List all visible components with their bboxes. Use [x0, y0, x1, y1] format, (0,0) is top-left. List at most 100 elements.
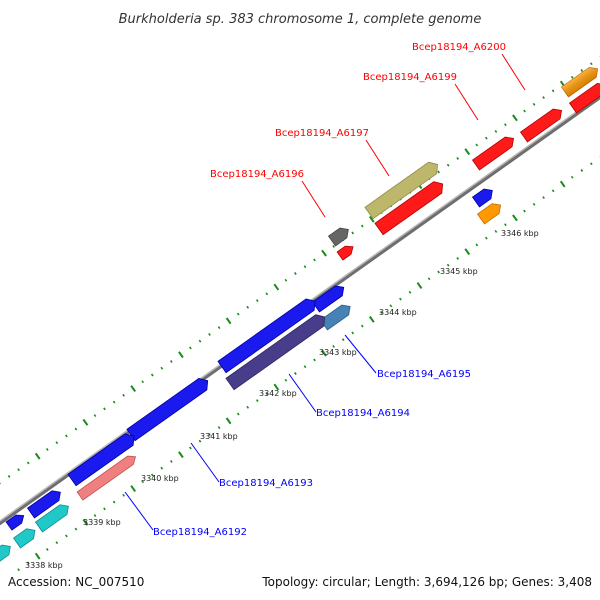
- minor-tick: [103, 407, 106, 411]
- minor-tick: [542, 96, 545, 99]
- gene-feature-blue-b[interactable]: [217, 295, 319, 374]
- major-tick: [368, 215, 375, 223]
- gene-label[interactable]: Bcep18194_A6193: [219, 478, 313, 489]
- gene-label[interactable]: Bcep18194_A6194: [316, 408, 410, 419]
- minor-tick: [255, 299, 259, 302]
- major-tick: [82, 418, 89, 426]
- minor-tick: [456, 157, 460, 160]
- gene-feature-blue-c[interactable]: [126, 375, 212, 442]
- minor-tick: [160, 366, 164, 370]
- minor-tick: [198, 339, 202, 343]
- leader-lines: [124, 53, 526, 531]
- minor-tick: [26, 561, 30, 565]
- gene-feature-a6197b[interactable]: [374, 178, 447, 236]
- minor-tick: [26, 461, 30, 465]
- gene-feature-a6198[interactable]: [471, 134, 517, 171]
- minor-tick: [580, 169, 584, 172]
- minor-tick: [17, 568, 20, 572]
- gene-feature-blue-a[interactable]: [311, 282, 348, 313]
- gene-feature-right-blue[interactable]: [471, 186, 496, 208]
- minor-tick: [589, 162, 593, 166]
- minor-tick: [141, 380, 145, 384]
- gene-feature-blue-d[interactable]: [5, 512, 26, 531]
- gene-label[interactable]: Bcep18194_A6200: [412, 42, 506, 53]
- minor-tick: [494, 229, 498, 233]
- minor-tick: [246, 305, 250, 309]
- minor-tick: [17, 468, 20, 472]
- minor-tick: [360, 324, 364, 328]
- minor-tick: [313, 358, 316, 362]
- minor-tick: [446, 163, 450, 167]
- minor-tick: [122, 393, 125, 397]
- accession-text: Accession: NC_007510: [8, 575, 144, 589]
- major-tick: [178, 451, 184, 459]
- major-tick: [464, 148, 471, 156]
- minor-tick: [93, 514, 97, 518]
- minor-tick: [303, 365, 307, 369]
- minor-tick: [160, 466, 164, 470]
- gene-label[interactable]: Bcep18194_A6197: [275, 128, 369, 139]
- minor-tick: [45, 547, 49, 551]
- minor-tick: [351, 231, 355, 235]
- minor-tick: [284, 378, 288, 382]
- minor-tick: [208, 432, 211, 436]
- major-tick: [178, 351, 184, 359]
- gene-feature-a6194[interactable]: [225, 311, 329, 391]
- gene-feature-a6195[interactable]: [319, 302, 354, 331]
- minor-tick: [494, 129, 498, 133]
- minor-tick: [265, 292, 269, 296]
- minor-tick: [265, 392, 269, 396]
- minor-tick: [112, 400, 116, 404]
- gene-feature-a6197[interactable]: [364, 159, 442, 220]
- minor-tick: [189, 346, 192, 350]
- minor-tick: [532, 102, 536, 106]
- major-tick: [559, 180, 566, 188]
- minor-tick: [103, 507, 106, 511]
- tick-label: 3341 kbp: [200, 432, 238, 441]
- minor-tick: [351, 331, 355, 335]
- minor-tick: [150, 373, 154, 377]
- tick-label: 3342 kbp: [259, 389, 297, 398]
- major-tick: [512, 214, 518, 222]
- minor-tick: [294, 272, 297, 275]
- major-tick: [130, 485, 137, 492]
- minor-tick: [93, 414, 97, 418]
- minor-tick: [236, 412, 240, 416]
- gene-labels: Bcep18194_A6200 Bcep18194_A6199 Bcep1819…: [153, 42, 506, 538]
- gene-feature-a6193b[interactable]: [76, 453, 138, 501]
- tick-label: 3338 kbp: [25, 561, 63, 570]
- gene-feature-right-orange[interactable]: [476, 200, 505, 225]
- gene-feature-a6200[interactable]: [560, 64, 600, 98]
- minor-tick: [475, 143, 479, 147]
- minor-tick: [504, 123, 507, 127]
- minor-tick: [7, 475, 11, 478]
- minor-tick: [484, 236, 488, 240]
- minor-tick: [484, 136, 488, 140]
- gene-feature-a6196b[interactable]: [336, 243, 356, 261]
- gene-feature-cyan-c[interactable]: [0, 542, 14, 564]
- gene-feature-cyan-b[interactable]: [12, 525, 39, 549]
- gene-feature-a6192[interactable]: [26, 487, 64, 519]
- minor-tick: [189, 446, 192, 450]
- gene-feature-a6199[interactable]: [519, 106, 565, 143]
- gene-label[interactable]: Bcep18194_A6195: [377, 369, 471, 380]
- minor-tick: [65, 434, 68, 438]
- gene-feature-a6196[interactable]: [327, 225, 352, 247]
- minor-tick: [217, 326, 221, 330]
- gene-feature-a6193[interactable]: [67, 430, 138, 487]
- major-tick: [130, 385, 137, 392]
- genome-summary-text: Topology: circular; Length: 3,694,126 bp…: [261, 575, 592, 589]
- minor-tick: [55, 541, 59, 545]
- gene-feature-a6199b[interactable]: [568, 80, 600, 114]
- gene-label[interactable]: Bcep18194_A6199: [363, 72, 457, 83]
- minor-tick: [437, 170, 440, 174]
- minor-tick: [589, 62, 593, 66]
- major-tick: [225, 417, 232, 425]
- gene-label[interactable]: Bcep18194_A6196: [210, 169, 304, 180]
- gene-feature-cyan-a[interactable]: [34, 501, 72, 533]
- tick-label: 3344 kbp: [379, 308, 417, 317]
- gene-label[interactable]: Bcep18194_A6192: [153, 527, 247, 538]
- major-tick: [368, 315, 375, 323]
- minor-tick: [65, 534, 68, 538]
